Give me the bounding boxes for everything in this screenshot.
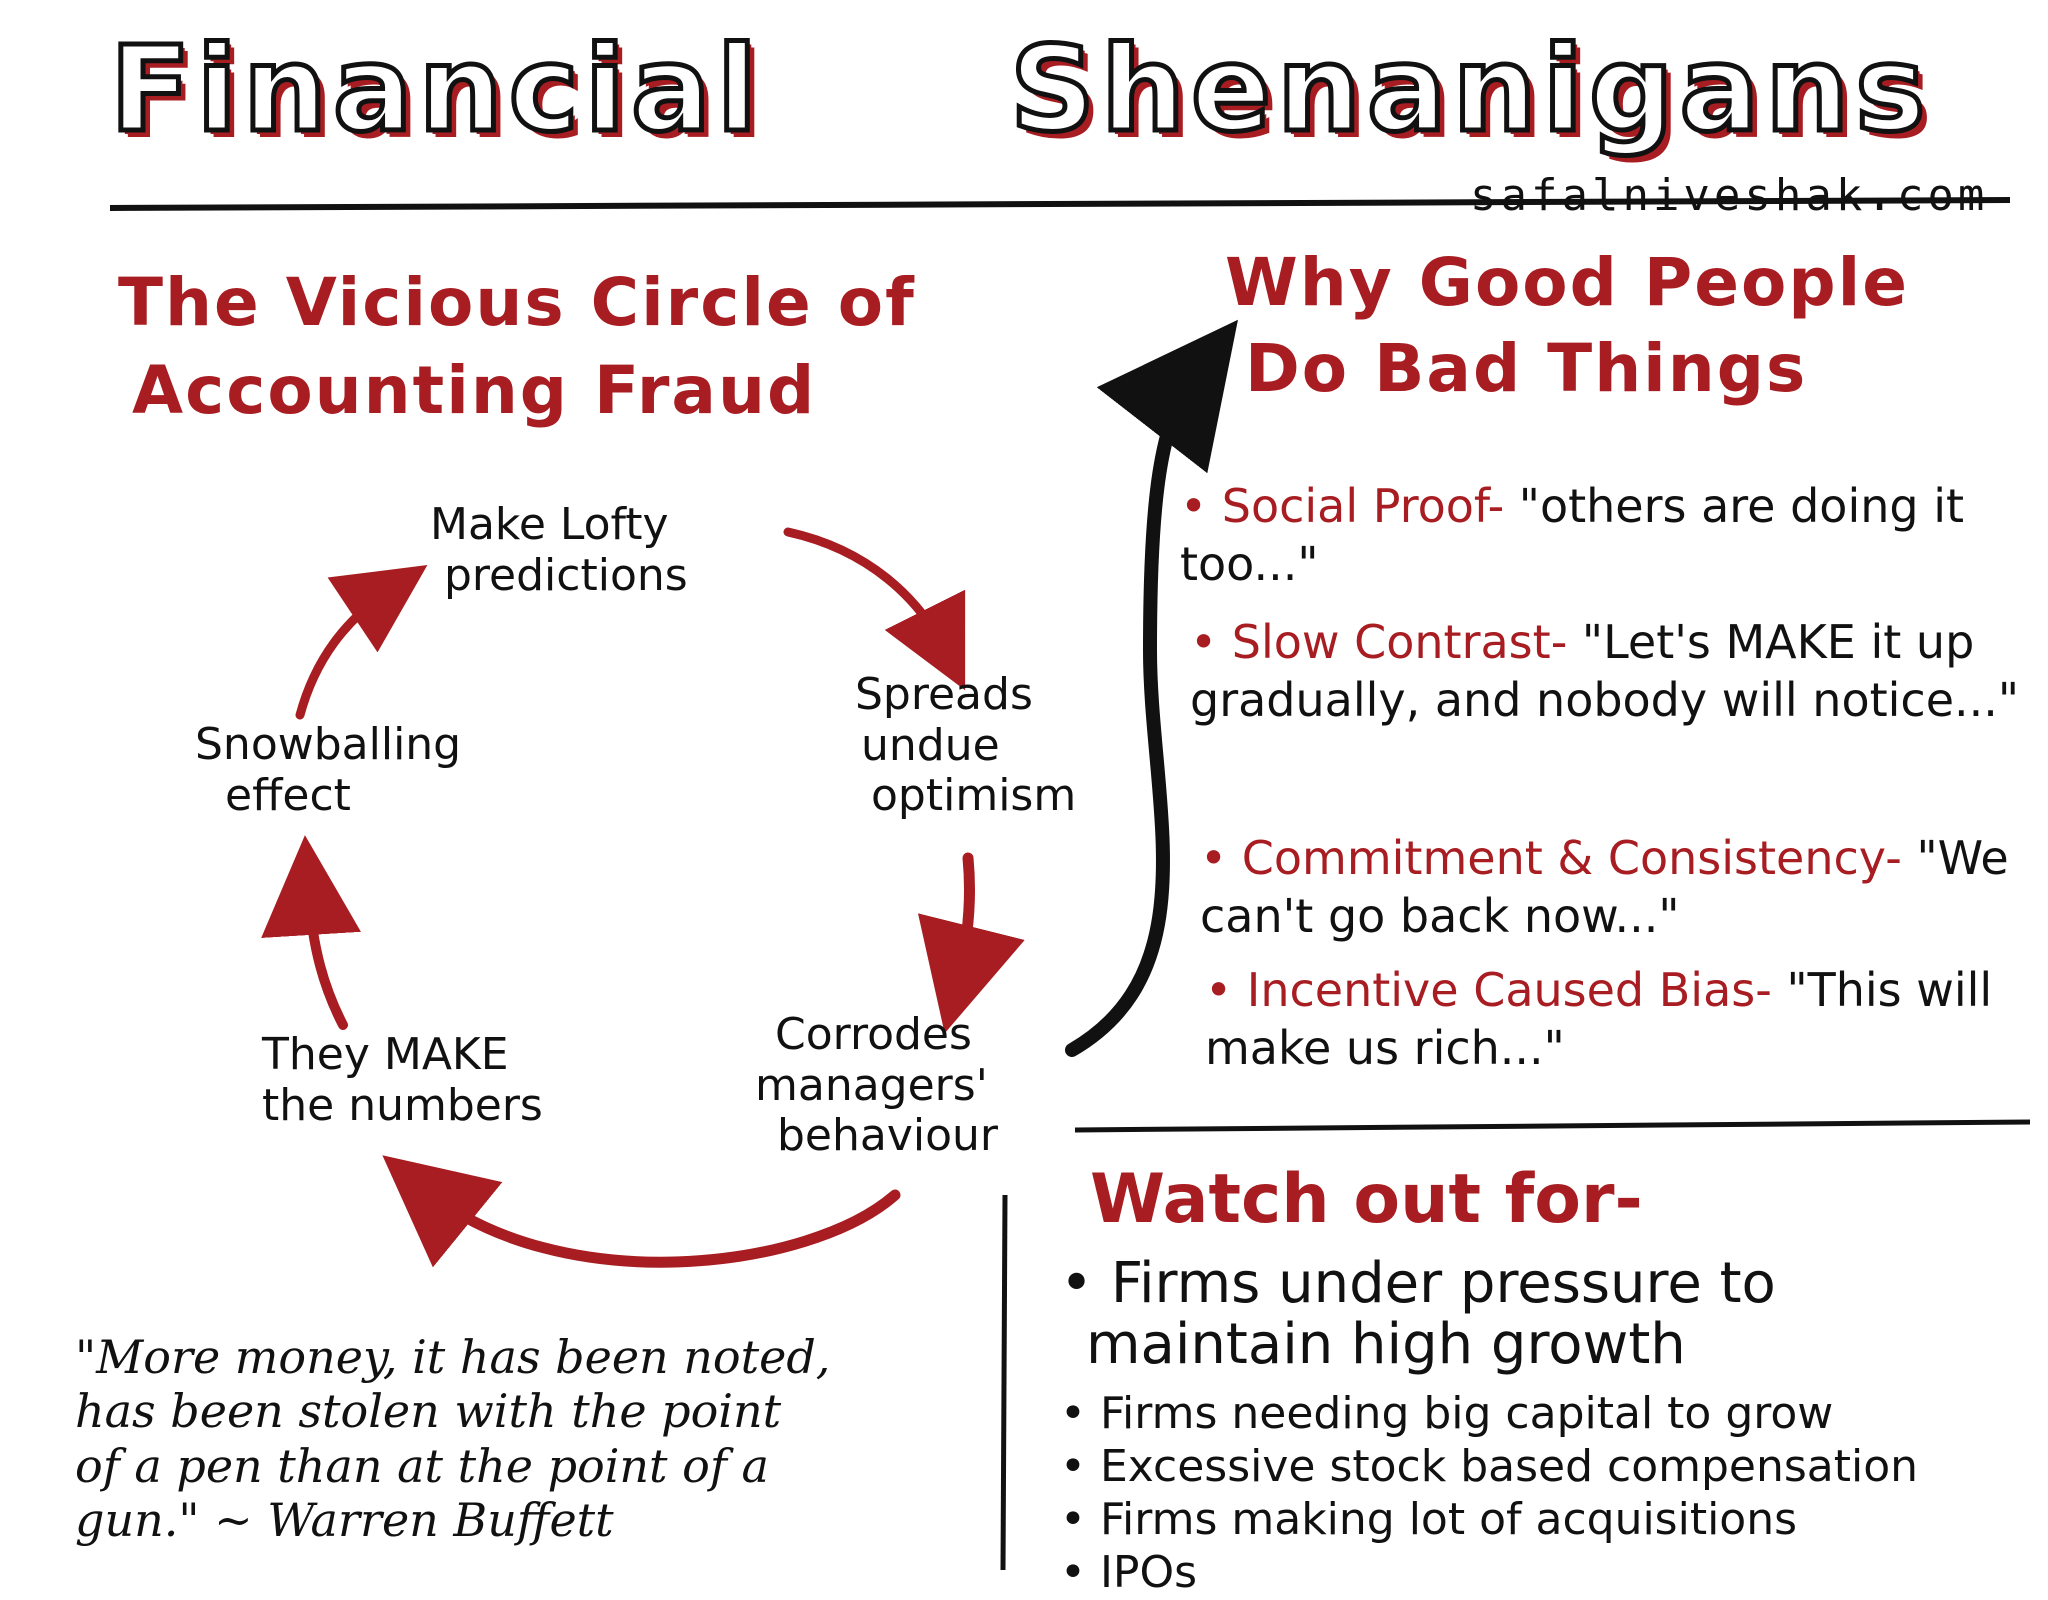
bullet-dot: •: [1060, 1388, 1086, 1440]
watch-item-stock-compensation: • Excessive stock based compensation: [1060, 1441, 1918, 1494]
reason-label: Commitment & Consistency-: [1241, 831, 1902, 885]
vicious-circle-heading-line1: The Vicious Circle of: [118, 264, 916, 341]
quote-line: has been stolen with the point: [75, 1384, 782, 1439]
node-line: Make Lofty: [430, 499, 669, 550]
watch-out-heading: Watch out for-: [1090, 1160, 1643, 1239]
bullet-dot: •: [1060, 1441, 1086, 1493]
website-url: safalniveshak.com: [1470, 170, 1989, 221]
node-line: managers': [755, 1059, 988, 1111]
reason-quote: "This will make us rich...": [1205, 963, 1993, 1075]
reason-label: Slow Contrast-: [1231, 615, 1568, 669]
bullet-dot: •: [1180, 479, 1208, 533]
watch-item-ipos: • IPOs: [1060, 1547, 1918, 1600]
reason-incentive-caused-bias: • Incentive Caused Bias- "This will make…: [1205, 962, 2025, 1077]
bullet-dot: •: [1190, 615, 1218, 669]
node-line: optimism: [871, 770, 1077, 822]
watch-item-high-growth-cont: maintain high growth: [1086, 1312, 1686, 1378]
reason-social-proof: • Social Proof- "others are doing it too…: [1180, 478, 2030, 593]
title-word-financial: Financial: [107, 20, 764, 158]
node-line: undue: [861, 719, 1000, 771]
bullet-dot: •: [1060, 1546, 1086, 1598]
arrow-predictions-to-optimism: [783, 527, 966, 691]
watch-item-high-growth: • Firms under pressure to: [1060, 1250, 1918, 1317]
reason-commitment-consistency: • Commitment & Consistency- "We can't go…: [1200, 830, 2030, 945]
watch-out-divider: [1074, 1119, 2031, 1133]
node-line: Corrodes: [775, 1009, 972, 1060]
vertical-divider: [1000, 1194, 1008, 1571]
reason-slow-contrast: • Slow Contrast- "Let's MAKE it up gradu…: [1190, 614, 2020, 729]
title-word-shenanigans: Shenanigans: [1007, 20, 1932, 158]
bullet-dot: •: [1060, 1493, 1086, 1545]
arrow-numbers-to-snowballing: [261, 835, 361, 1030]
node-line: They MAKE: [262, 1029, 509, 1080]
watch-item-text: Excessive stock based compensation: [1099, 1441, 1919, 1493]
arrow-optimism-to-corrodes: [917, 852, 1025, 1034]
quote-line: "More money, it has been noted,: [75, 1330, 831, 1384]
watch-item-text: Firms making lot of acquisitions: [1099, 1493, 1798, 1545]
reason-label: Social Proof-: [1221, 479, 1505, 533]
node-line: effect: [225, 769, 351, 821]
watch-item-acquisitions: • Firms making lot of acquisitions: [1060, 1494, 1918, 1547]
watch-out-list: • Firms under pressure to maintain high …: [1060, 1250, 1918, 1600]
node-line: Spreads: [855, 669, 1033, 720]
why-good-people-heading-line2: Do Bad Things: [1245, 330, 1808, 407]
bullet-dot: •: [1205, 963, 1233, 1017]
node-make-lofty-predictions: Make Lofty predictions: [430, 499, 688, 601]
node-line: predictions: [444, 549, 688, 601]
watch-item-text: IPOs: [1099, 1546, 1198, 1598]
watch-item-big-capital: • Firms needing big capital to grow: [1060, 1388, 1918, 1441]
bullet-dot: •: [1200, 831, 1228, 885]
node-line: Snowballing: [195, 719, 462, 770]
vicious-circle-heading-line2: Accounting Fraud: [132, 352, 817, 429]
reason-quote: "Let's MAKE it up gradually, and nobody …: [1190, 615, 2020, 727]
reason-quote: "others are doing it too...": [1180, 479, 1965, 591]
arrow-corrodes-to-numbers: [382, 1155, 901, 1268]
node-snowballing-effect: Snowballing effect: [195, 719, 462, 821]
reason-quote: "We can't go back now...": [1200, 831, 2009, 943]
node-line: behaviour: [777, 1110, 999, 1162]
node-line: the numbers: [262, 1079, 543, 1131]
node-they-make-the-numbers: They MAKE the numbers: [262, 1029, 543, 1131]
node-spreads-undue-optimism: Spreads undue optimism: [855, 669, 1077, 822]
arrow-snowballing-to-predictions: [295, 565, 428, 720]
title-underline: [109, 197, 2011, 211]
watch-item-text: Firms needing big capital to grow: [1099, 1388, 1834, 1440]
why-good-people-heading-line1: Why Good People: [1225, 244, 1909, 321]
reason-label: Incentive Caused Bias-: [1246, 963, 1772, 1017]
quote-line: gun." ~ Warren Buffett: [75, 1492, 614, 1547]
watch-item-text: Firms under pressure to: [1110, 1251, 1776, 1316]
quote-line: of a pen than at the point of a: [75, 1438, 769, 1493]
bullet-dot: •: [1060, 1251, 1094, 1316]
node-corrodes-managers-behaviour: Corrodes managers' behaviour: [755, 1009, 999, 1162]
buffett-quote: "More money, it has been noted, has been…: [75, 1330, 975, 1547]
arrow-circle-to-reasons: [1065, 319, 1238, 1057]
